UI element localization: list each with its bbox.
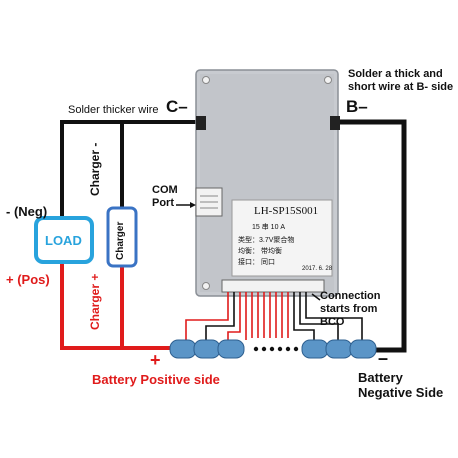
board-type-text: 类型：3.7V聚合物: [238, 237, 295, 244]
battery-cell: [217, 339, 245, 359]
load-box-label: LOAD: [45, 233, 82, 248]
c-minus-wire: [60, 120, 196, 218]
c-minus-label: C–: [166, 97, 188, 116]
charger-box-label: Charger: [115, 221, 126, 260]
charger-plus-label: Charger +: [88, 273, 102, 330]
load-box: [34, 216, 94, 264]
board-port-text: 接口： 同口: [238, 259, 275, 266]
battery-cells: [169, 339, 377, 359]
b-minus-label: B–: [346, 97, 368, 116]
charger-box: [106, 206, 138, 268]
battery-negative-label: Battery Negative Side: [358, 370, 444, 400]
mount-hole: [202, 282, 210, 290]
plus-sign: +: [150, 350, 161, 370]
positive-label: + (Pos): [6, 272, 50, 287]
battery-positive-label: Battery Positive side: [92, 372, 220, 387]
b-minus-wire: [338, 119, 407, 353]
board-balance-text: 均衡： 带均衡: [238, 248, 282, 255]
battery-cell: [349, 339, 377, 359]
solder-thicker-wire-label: Solder thicker wire: [68, 104, 159, 116]
balance-connector: [221, 279, 325, 293]
load-positive-wire: [60, 262, 178, 350]
mount-hole: [202, 76, 210, 84]
board-spec-text: 15 串 10 A: [252, 224, 286, 231]
minus-sign: –: [378, 348, 389, 368]
battery-cell: [193, 339, 221, 359]
connection-arrow: [311, 293, 321, 301]
board-model-text: LH-SP15S001: [254, 205, 319, 217]
connection-label: Connection starts from BCO: [320, 290, 381, 328]
cell-ellipsis-dots: [253, 346, 299, 352]
negative-label: - (Neg): [6, 204, 48, 219]
board-label-sticker: [231, 199, 333, 277]
battery-cell: [169, 339, 197, 359]
solder-note-label: Solder a thick and short wire at B- side: [348, 68, 454, 93]
charger-minus-label: Charger -: [88, 142, 102, 196]
battery-cell: [301, 339, 329, 359]
board-date-text: 2017. 6. 28: [302, 266, 333, 272]
balance-wires: [185, 292, 363, 340]
b-minus-terminal: [330, 116, 340, 130]
c-minus-terminal: [196, 116, 206, 130]
mount-hole: [324, 76, 332, 84]
com-port-label: COM Port: [152, 184, 178, 209]
battery-cell: [325, 339, 353, 359]
